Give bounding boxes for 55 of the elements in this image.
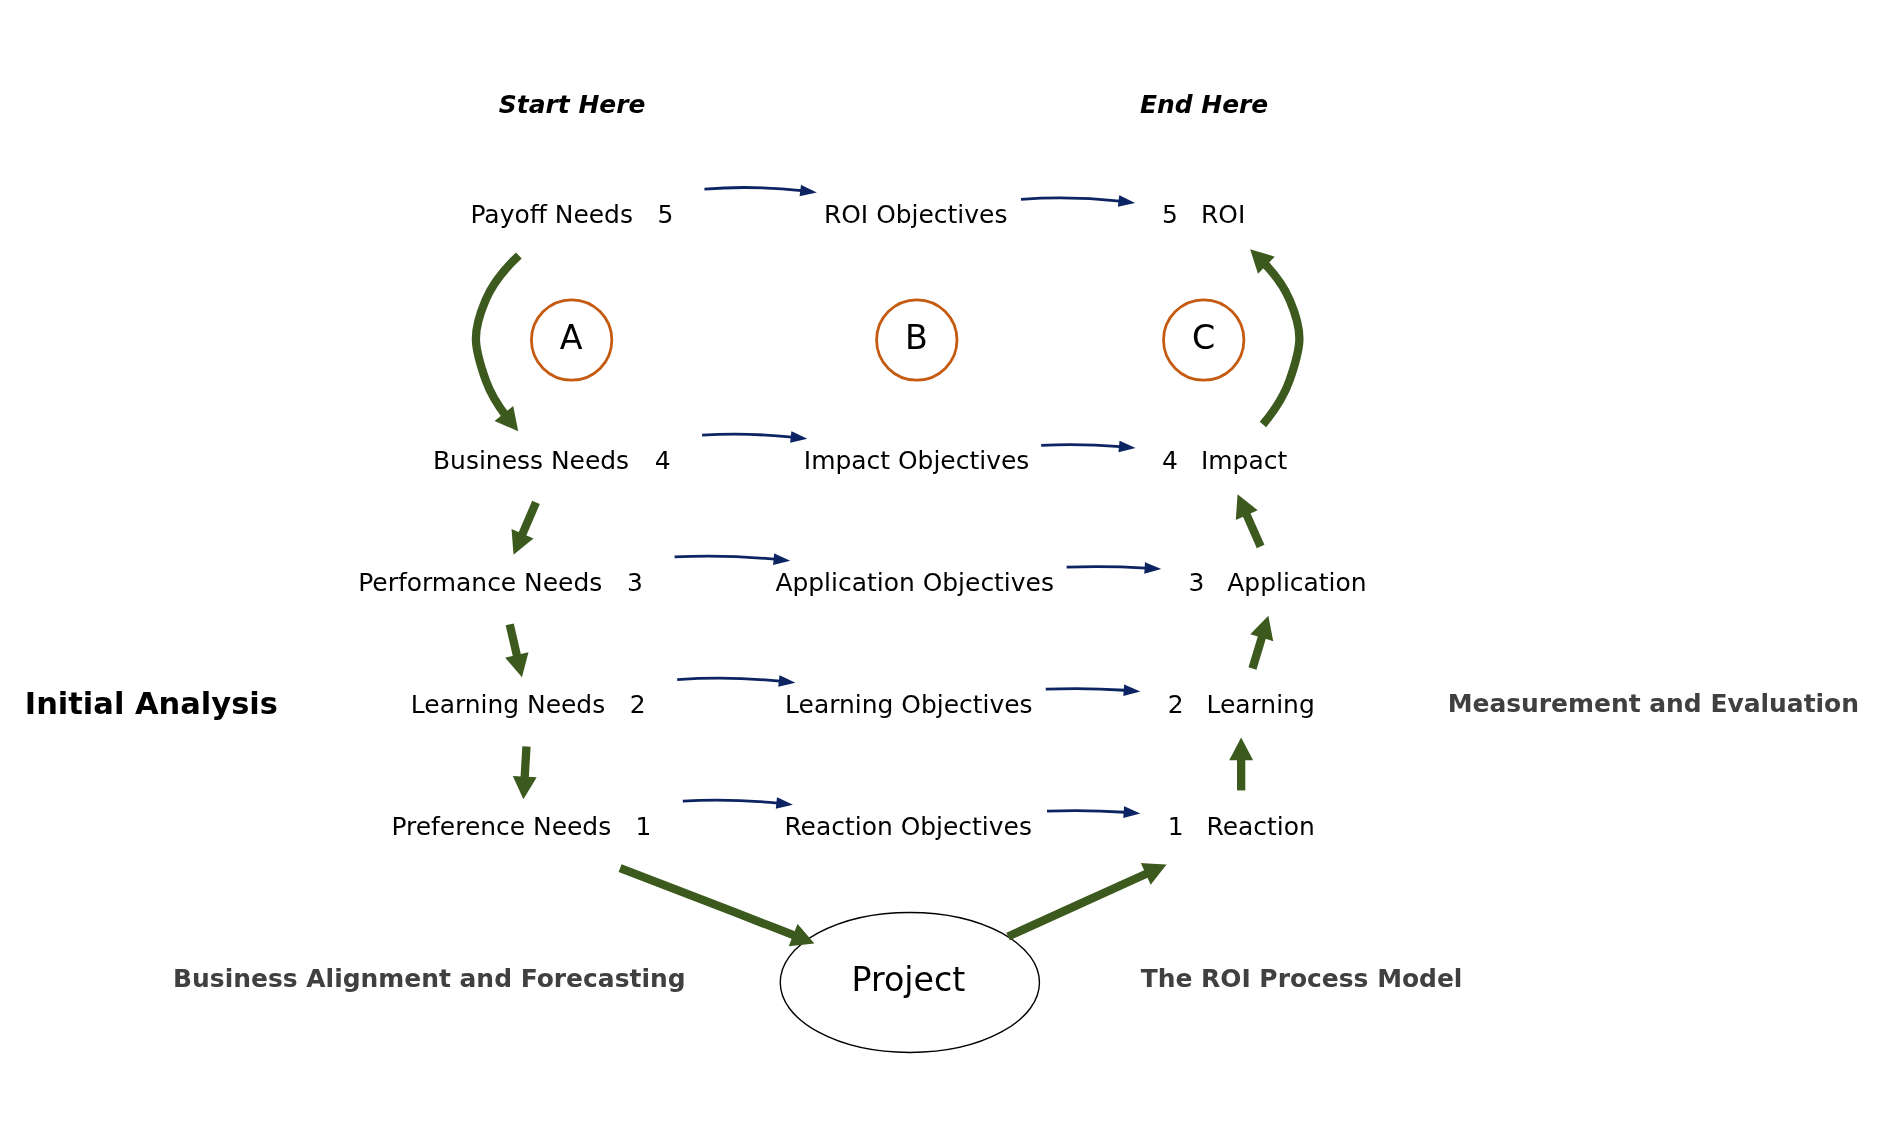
arrow <box>505 623 529 677</box>
arrow <box>512 745 537 799</box>
arrow <box>677 674 796 687</box>
node-label: 2 <box>629 689 646 719</box>
label: Initial Analysis <box>24 685 278 721</box>
node-circle: C <box>1162 297 1246 382</box>
label: Start Here <box>498 89 646 119</box>
node-text: Application Objectives <box>775 567 1054 597</box>
node-text: Reaction Objectives <box>784 811 1032 841</box>
arrow <box>1006 862 1167 940</box>
arrow <box>1045 683 1141 696</box>
node-text: Payoff Needs <box>470 199 633 229</box>
node-text: ROI <box>1200 199 1246 229</box>
label: The ROI Process Model <box>1140 963 1463 993</box>
arrow <box>1066 561 1162 574</box>
node-label: 1 <box>635 811 652 841</box>
arrow <box>1250 248 1304 427</box>
node-text: ROI Objectives <box>823 199 1008 229</box>
node-text: Reaction <box>1206 811 1315 841</box>
node-label: 1 <box>1167 811 1184 841</box>
node-text: Learning Needs <box>410 689 606 719</box>
node-ellipse: Project <box>779 911 1041 1053</box>
node-text: Application <box>1227 567 1367 597</box>
arrow <box>702 430 808 443</box>
node-text: Business Needs <box>433 445 630 475</box>
label: Business Alignment and Forecasting <box>173 963 686 993</box>
arrow <box>1229 736 1254 790</box>
arrow <box>1020 194 1136 207</box>
node-label: 5 <box>657 199 674 229</box>
arrow <box>682 796 793 809</box>
arrow <box>1248 615 1274 670</box>
node-text: Performance Needs <box>358 567 603 597</box>
arrow <box>511 500 540 555</box>
node-circle: A <box>530 297 614 382</box>
node-label: 4 <box>1162 445 1178 475</box>
node-text: Impact Objectives <box>803 445 1030 475</box>
node-circle: B <box>875 297 959 382</box>
arrow <box>471 252 522 431</box>
arrow <box>1046 805 1141 818</box>
arrow <box>1235 493 1265 548</box>
node-label: 2 <box>1167 689 1184 719</box>
node-label: 3 <box>627 567 643 597</box>
node-text: Learning <box>1206 689 1315 719</box>
node-text: Learning Objectives <box>785 689 1033 719</box>
label: End Here <box>1139 89 1269 119</box>
arrow <box>704 184 817 196</box>
node-text: Preference Needs <box>391 811 612 841</box>
node-label: 3 <box>1188 567 1205 597</box>
label: Measurement and Evaluation <box>1447 688 1860 718</box>
node-label: 4 <box>654 445 671 475</box>
arrow <box>1041 440 1136 452</box>
node-text: Impact <box>1200 445 1288 475</box>
arrow <box>618 863 815 946</box>
arrow <box>674 552 791 565</box>
node-label: 5 <box>1162 199 1178 229</box>
